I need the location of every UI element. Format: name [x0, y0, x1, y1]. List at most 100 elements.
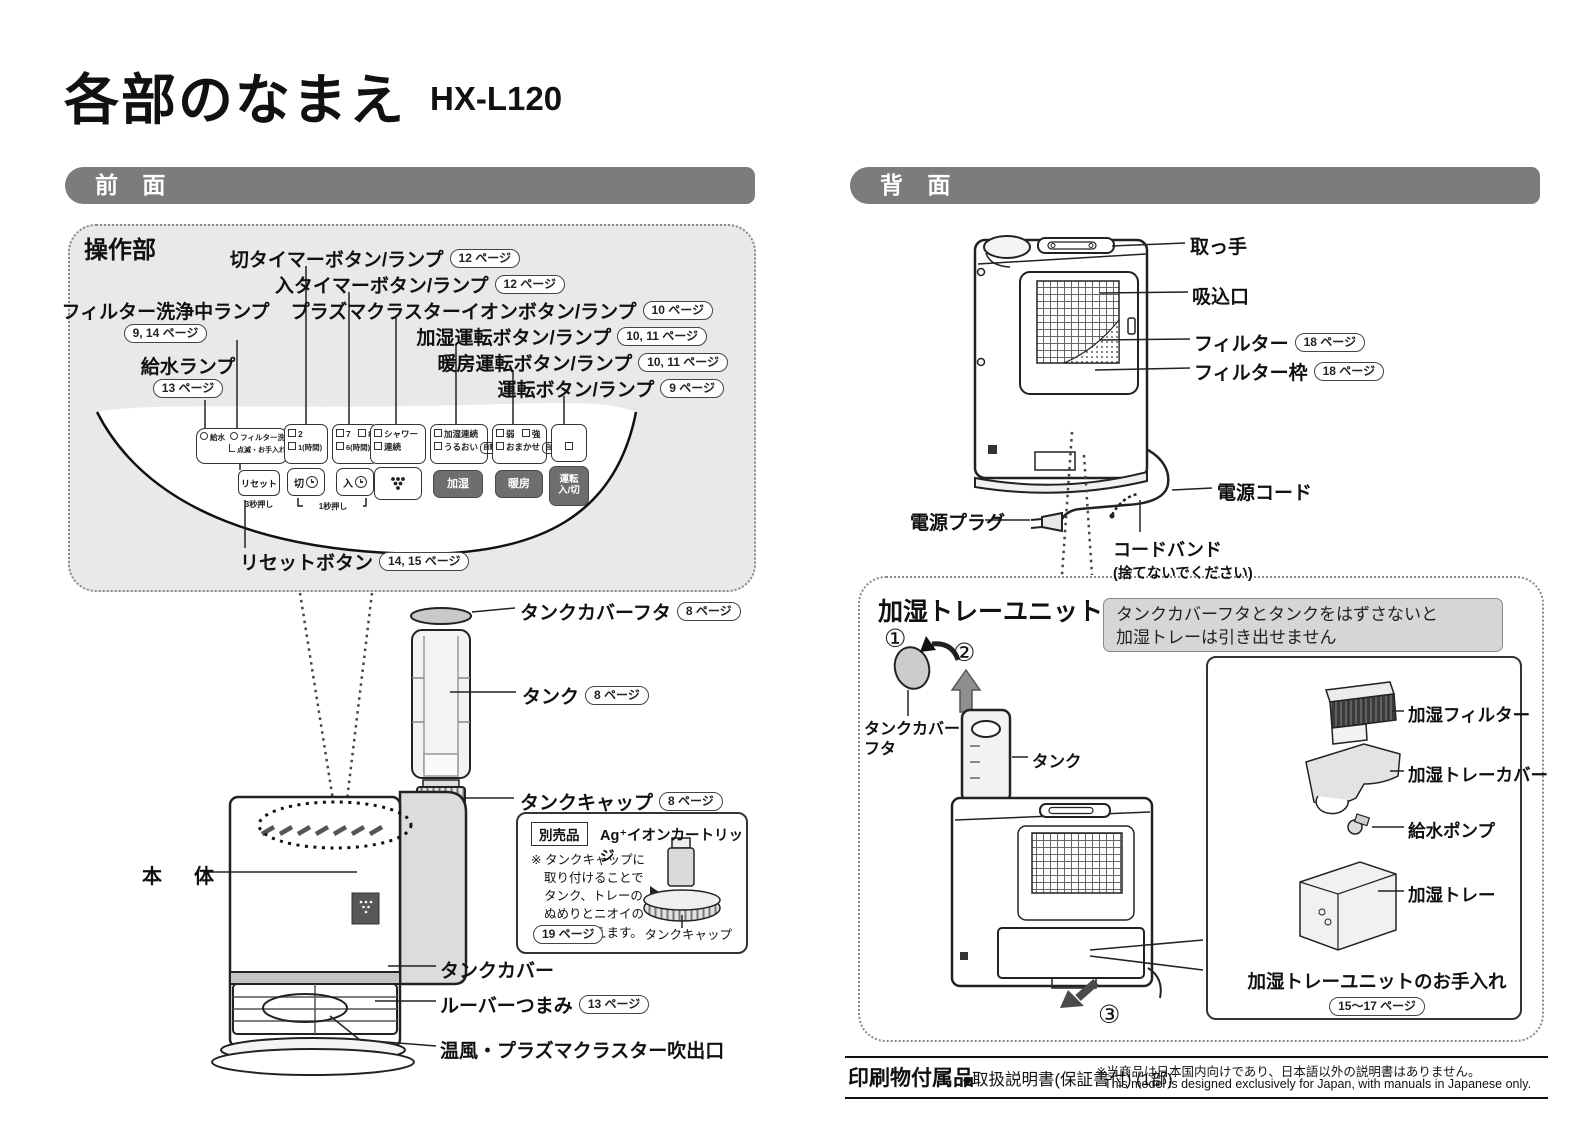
tank-cap-label: タンクキャップ: [520, 793, 654, 814]
on-button-text: 入: [343, 478, 353, 490]
indicator-square: [336, 429, 344, 437]
part-pump-label: 給水ポンプ: [1408, 821, 1495, 841]
off-timer-button: 切: [287, 468, 325, 496]
indicator-square: [434, 429, 442, 437]
handle-label: 取っ手: [1190, 237, 1248, 258]
footer-rule-top: [845, 1056, 1548, 1058]
filter-page: 18 ページ: [1294, 333, 1366, 352]
callout-ion: プラズマクラスターイオンボタン/ランプ 10 ページ: [291, 297, 713, 324]
footer-rule-bottom: [845, 1097, 1548, 1099]
optional-note-line: ぬめりとニオイの: [544, 907, 645, 922]
filter-frame-label: フィルター枠: [1194, 363, 1308, 384]
tray-note-line1: タンクカバーフタとタンクをはずさないと: [1116, 605, 1438, 624]
plasmacluster-ion-icon: [391, 477, 405, 490]
callout-filter-lamp: フィルター洗浄中ランプ 9, 14 ページ: [58, 297, 273, 343]
step-1: ①: [884, 625, 907, 653]
cord-band-label: コードバンド (捨てないでください): [1113, 536, 1253, 583]
reset-label: リセットボタン: [240, 553, 374, 574]
off-timer-page: 12 ページ: [449, 249, 520, 268]
louver-label: ルーバーつまみ: [440, 996, 573, 1017]
footer-note-ja: ※当商品は日本国内向けであり、日本語以外の説明書はありません。: [1096, 1065, 1481, 1079]
hum-cont-text: 加湿連続: [444, 429, 479, 439]
ag-cartridge-drawing: [643, 837, 721, 928]
page-title: 各部のなまえ: [64, 69, 407, 131]
off2-text: 2: [298, 429, 303, 439]
ion-cont-text: 連続: [384, 442, 402, 453]
indicator-square: [565, 442, 573, 450]
off-timer-label: 切タイマーボタン/ランプ: [229, 250, 444, 271]
callout-filter: フィルター 18 ページ: [1194, 329, 1366, 356]
model-number: HX-L120: [430, 80, 563, 117]
footer-label: 印刷物付属品: [848, 1067, 974, 1090]
tank-cap-page: 8 ページ: [659, 792, 723, 811]
footer-note-en: This model is designed exclusively for J…: [1104, 1077, 1532, 1091]
indicator-square: [496, 429, 504, 437]
on-timer-page: 12 ページ: [494, 275, 565, 294]
callout-heater: 暖房運転ボタン/ランプ 10, 11 ページ: [437, 349, 728, 376]
tray-care-text: 加湿トレーユニットのお手入れ: [1247, 971, 1507, 992]
indicator-square: [358, 429, 367, 437]
callout-humidify: 加湿運転ボタン/ランプ 10, 11 ページ: [416, 323, 707, 350]
callout-tank: タンク 8 ページ: [522, 682, 649, 709]
on6-text: 6(時間): [346, 443, 371, 453]
optional-note-line: 取り付けることで: [544, 871, 644, 886]
callout-tank-cap: タンクキャップ 8 ページ: [520, 788, 723, 815]
callout-off-timer: 切タイマーボタン/ランプ 12 ページ: [230, 245, 520, 272]
step-2: ②: [953, 639, 976, 667]
tray-care-caption: 加湿トレーユニットのお手入れ 15〜17 ページ: [1232, 968, 1522, 1016]
callout-reset: リセットボタン 14, 15 ページ: [240, 548, 470, 575]
optional-badge: 別売品: [531, 822, 588, 846]
part-humid-filter-label: 加湿フィルター: [1408, 705, 1531, 725]
off-button-text: 切: [294, 478, 304, 490]
heater-button-text: 暖房: [508, 477, 530, 490]
optional-note-line: ※ タンクキャップに: [531, 853, 645, 867]
ion-label: プラズマクラスターイオンボタン/ランプ: [290, 302, 637, 323]
humidify-label: 加湿運転ボタン/ランプ: [416, 328, 612, 349]
body-label: 本 体: [142, 866, 220, 888]
power-button-text2: 入/切: [558, 485, 580, 496]
tray-title: 加湿トレーユニット: [878, 598, 1104, 626]
callout-power: 運転ボタン/ランプ 9 ページ: [497, 375, 724, 402]
heater-label: 暖房運転ボタン/ランプ: [437, 354, 633, 375]
ion-group: シャワー 連続: [370, 424, 426, 464]
tray-notice-box: タンクカバーフタとタンクをはずさないと 加湿トレーは引き出せません: [1103, 598, 1503, 652]
callout-filter-frame: フィルター枠 18 ページ: [1194, 358, 1385, 385]
tank-lid-page: 8 ページ: [676, 602, 741, 621]
body-drawing: [203, 790, 468, 1076]
indicator-square: [288, 442, 296, 451]
tray-lid-line1: タンクカバー: [864, 721, 961, 738]
tray-connector: [1060, 431, 1094, 576]
tank-lid-label: タンクカバーフタ: [520, 603, 671, 624]
indicator-square: [336, 442, 344, 451]
indicator-square: [374, 429, 382, 437]
timer-hint: 1秒押し: [303, 501, 363, 512]
humidify-button: 加湿: [433, 470, 483, 498]
heater-button: 暖房: [495, 470, 543, 498]
tank-drawing: [410, 607, 516, 806]
tray-lid-label: タンクカバー フタ: [864, 720, 960, 760]
reset-page: 14, 15 ページ: [379, 552, 470, 571]
tank-page: 8 ページ: [585, 686, 649, 705]
tray-parts-box: [1206, 656, 1522, 1020]
heat-low-text: 弱: [506, 429, 515, 439]
indicator-square: [288, 429, 296, 437]
louver-page: 13 ページ: [578, 995, 650, 1014]
tray-unit-drawing: [893, 636, 1204, 1008]
ion-page: 10 ページ: [642, 301, 713, 320]
optional-page: 19 ページ: [533, 925, 604, 944]
humidify-button-text: 加湿: [447, 477, 469, 490]
intake-label: 吸込口: [1192, 287, 1250, 308]
back-view-drawing: [973, 235, 1213, 533]
heat-auto-text: おまかせ: [506, 442, 541, 453]
step-3: ③: [1098, 1001, 1121, 1029]
outlet-label: 温風・プラズマクラスター吹出口: [440, 1041, 725, 1062]
power-label: 運転ボタン/ランプ: [497, 380, 655, 401]
humidify-page: 10, 11 ページ: [617, 327, 707, 346]
water-lamp-label: 給水ランプ: [140, 357, 236, 378]
tray-tank-label: タンク: [1032, 753, 1082, 771]
tank-cover-label: タンクカバー: [440, 961, 555, 982]
optional-parts-box: 別売品 Ag⁺イオンカートリッジ ※ タンクキャップに 取り付けることで タンク…: [516, 812, 748, 954]
indicator-square: [374, 442, 382, 451]
